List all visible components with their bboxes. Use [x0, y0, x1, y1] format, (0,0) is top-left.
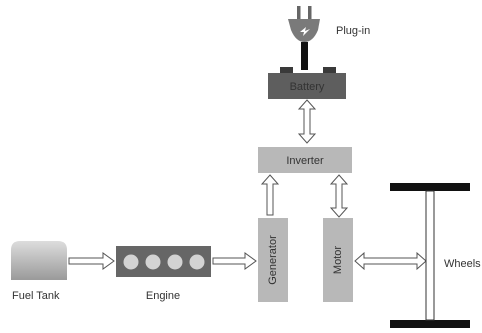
- battery-label: Battery: [290, 81, 325, 93]
- wheels-label: Wheels: [444, 258, 481, 270]
- engine-cylinder: [146, 255, 161, 270]
- engine-cylinder: [124, 255, 139, 270]
- wheels-axle: [390, 183, 470, 328]
- motor-label: Motor: [332, 246, 344, 274]
- inverter-motor-arrow: [331, 175, 347, 217]
- fuel-engine-arrow: [69, 253, 114, 269]
- plug-icon: [288, 6, 320, 70]
- engine-label: Engine: [146, 290, 180, 302]
- generator-inverter-arrow: [262, 175, 278, 215]
- fuel-tank-label: Fuel Tank: [12, 290, 60, 302]
- engine-cylinder: [168, 255, 183, 270]
- fuel-tank-icon: [11, 241, 67, 280]
- battery-inverter-arrow: [299, 100, 315, 143]
- engine-cylinder: [190, 255, 205, 270]
- engine-generator-arrow: [213, 253, 256, 269]
- generator-label: Generator: [267, 235, 279, 285]
- plug-in-label: Plug-in: [336, 25, 370, 37]
- motor-wheels-arrow: [355, 253, 426, 269]
- inverter-label: Inverter: [286, 155, 324, 167]
- engine-block: [116, 246, 211, 277]
